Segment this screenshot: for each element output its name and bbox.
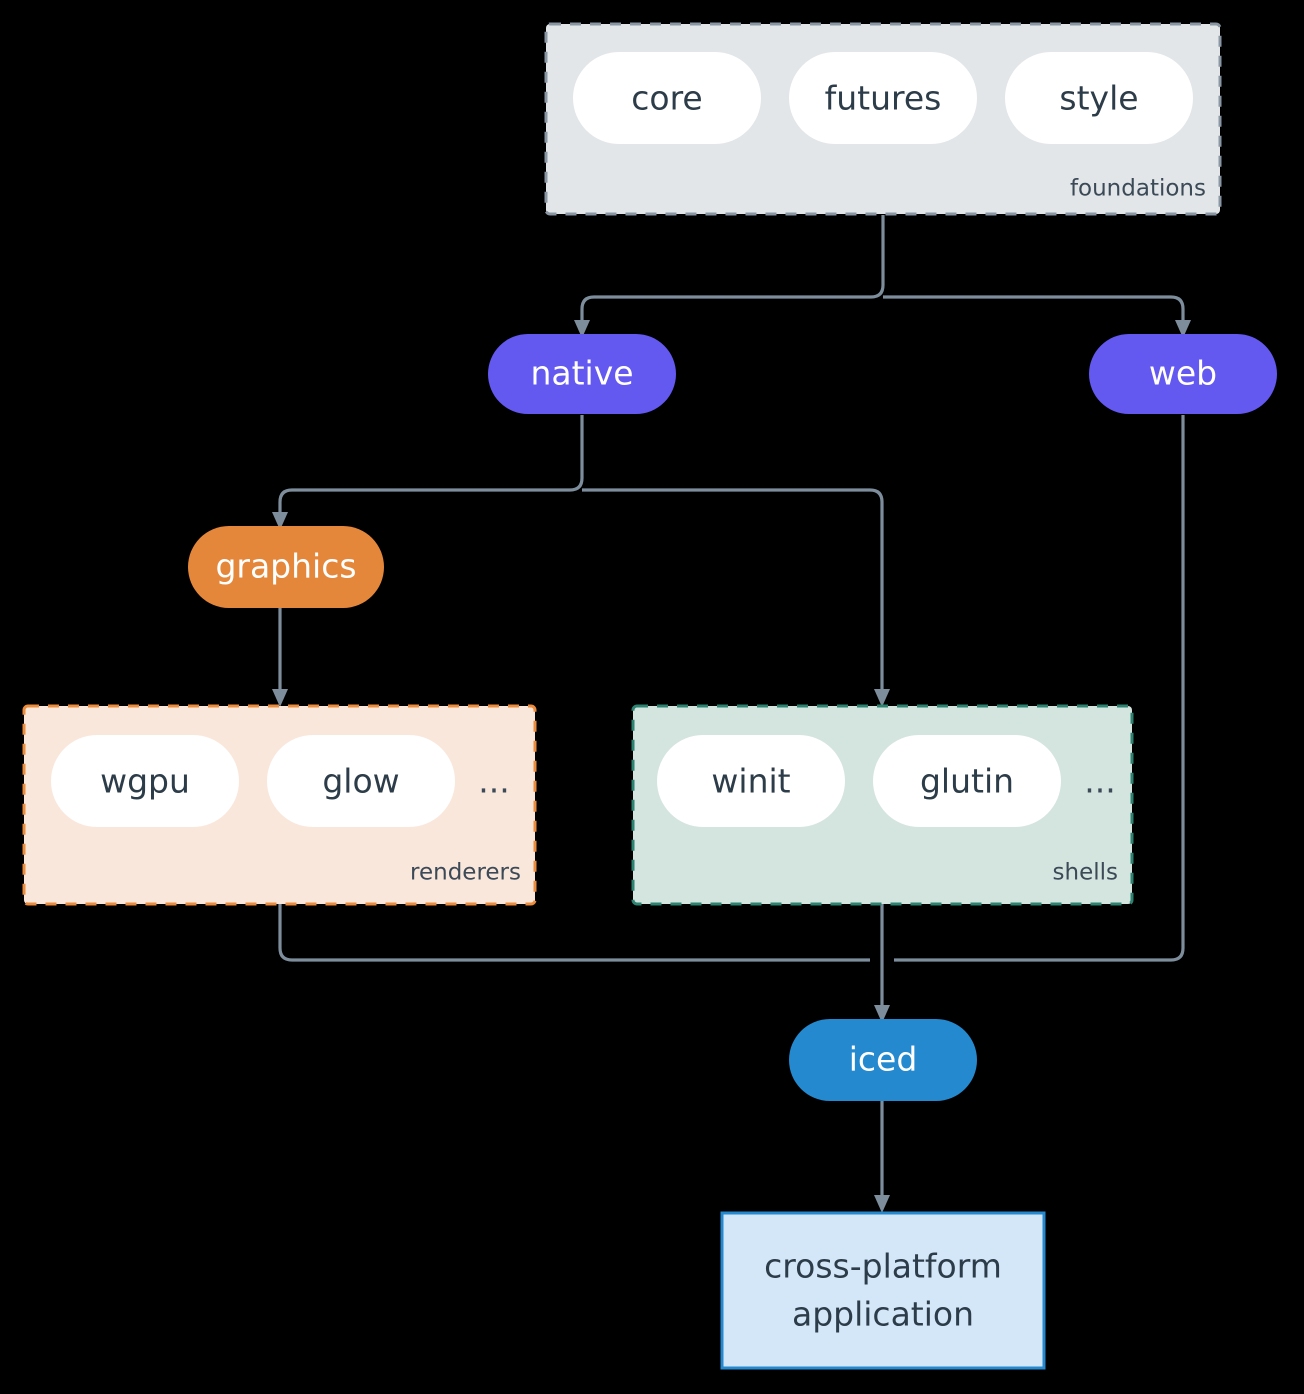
node-web-box <box>1089 334 1277 414</box>
arrowhead-to-graphics <box>272 512 288 530</box>
arrowhead-to-application <box>874 1195 890 1213</box>
edge-foundations-split <box>580 215 885 324</box>
chip-winit-label: winit <box>711 762 790 801</box>
chip-core-box <box>573 52 761 144</box>
node-graphics-box <box>188 526 384 608</box>
chip-glutin-box <box>873 735 1061 827</box>
chip-futures-box <box>789 52 977 144</box>
edge-layer <box>272 215 1191 1213</box>
chip-glow-label: glow <box>322 762 399 801</box>
node-application-line1: cross-platform <box>764 1247 1002 1286</box>
chip-glow[interactable]: glow <box>267 735 455 827</box>
node-native[interactable]: native <box>488 334 676 414</box>
renderers-more-ellipsis: ... <box>478 762 509 801</box>
chip-core-label: core <box>631 79 702 118</box>
arrowhead-to-native <box>574 320 590 338</box>
node-web[interactable]: web <box>1089 334 1277 414</box>
chip-winit-box <box>657 735 845 827</box>
group-shells-label: shells <box>1053 860 1118 886</box>
group-renderers-label: renderers <box>410 860 521 886</box>
node-graphics-label: graphics <box>215 547 356 586</box>
chip-wgpu-box <box>51 735 239 827</box>
edge-renderers-to-iced <box>278 904 870 962</box>
node-application-box <box>720 1211 1046 1370</box>
arrowhead-to-web <box>1175 320 1191 338</box>
node-native-box <box>488 334 676 414</box>
group-foundations[interactable]: core futures style foundations <box>544 22 1222 216</box>
shells-more-ellipsis: ... <box>1084 762 1115 801</box>
chip-glow-box <box>267 735 455 827</box>
node-graphics[interactable]: graphics <box>188 526 384 608</box>
node-iced-label: iced <box>849 1040 918 1079</box>
chip-style[interactable]: style <box>1005 52 1193 144</box>
group-shells[interactable]: winit glutin ... shells <box>631 704 1134 906</box>
edge-web-to-iced <box>894 415 1185 962</box>
arrowhead-to-renderers <box>272 689 288 707</box>
group-foundations-label: foundations <box>1070 176 1206 202</box>
chip-core[interactable]: core <box>573 52 761 144</box>
node-native-label: native <box>530 354 633 393</box>
chip-style-box <box>1005 52 1193 144</box>
node-iced[interactable]: iced <box>789 1019 977 1101</box>
edge-native-to-shells <box>582 488 884 692</box>
chip-wgpu[interactable]: wgpu <box>51 735 239 827</box>
edge-foundations-to-web <box>883 295 1185 324</box>
chip-glutin-label: glutin <box>920 762 1014 801</box>
chip-futures[interactable]: futures <box>789 52 977 144</box>
node-web-label: web <box>1149 354 1217 393</box>
arrowhead-to-shells <box>874 689 890 707</box>
arrowhead-to-iced <box>874 1005 890 1023</box>
edge-native-split <box>278 415 584 516</box>
chip-glutin[interactable]: glutin <box>873 735 1061 827</box>
group-renderers[interactable]: wgpu glow ... renderers <box>22 704 537 906</box>
chip-winit[interactable]: winit <box>657 735 845 827</box>
node-iced-box <box>789 1019 977 1101</box>
node-application-line2: application <box>792 1295 974 1334</box>
chip-wgpu-label: wgpu <box>100 762 190 801</box>
chip-futures-label: futures <box>825 79 942 118</box>
node-application[interactable]: cross-platform application <box>720 1211 1046 1370</box>
chip-style-label: style <box>1059 79 1138 118</box>
